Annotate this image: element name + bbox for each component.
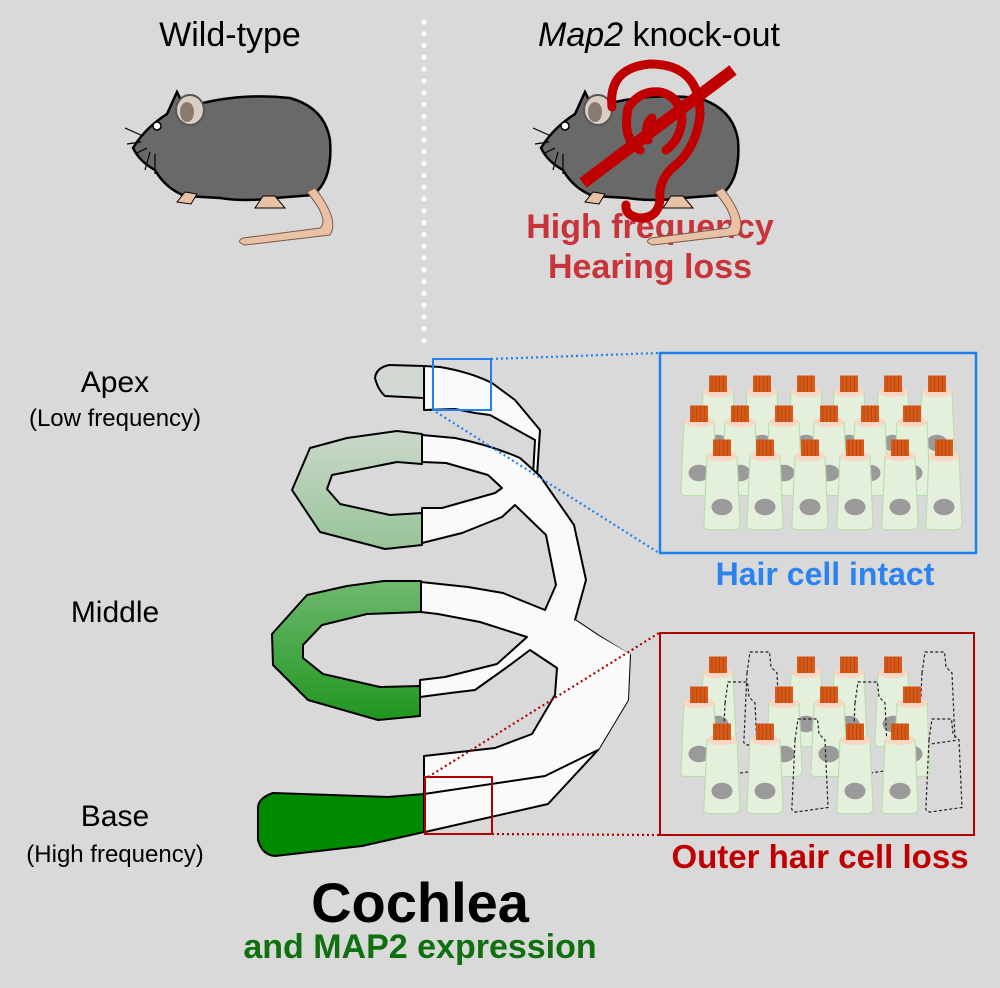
wild-type-label: Wild-type (159, 16, 301, 54)
base-connector-lines (427, 632, 660, 837)
cochlea-middle-turn (271, 580, 422, 721)
base-sublabel: (High frequency) (26, 841, 204, 868)
apex-connector-lines (435, 351, 660, 554)
phenotype-line-2: Hearing loss (547, 248, 753, 286)
hearing-loss-icon (579, 59, 737, 223)
cochlea-apical-turn (291, 430, 423, 550)
cochlea-base-segment (257, 792, 425, 857)
outer-hair-cell-loss-caption: Outer hair cell loss (671, 838, 969, 875)
apex-zoom-box (432, 358, 492, 411)
base-zoom-box (424, 776, 493, 835)
cochlea-apex-segment (374, 364, 425, 399)
apex-label: Apex (80, 366, 150, 399)
map2-expression-subtitle: and MAP2 expression (243, 928, 597, 966)
cochlea-spiral (257, 364, 631, 857)
knockout-suffix: knock-out (623, 16, 780, 54)
wild-type-mouse-icon (123, 90, 335, 247)
base-label: Base (80, 800, 150, 833)
knockout-gene-name: Map2 (538, 16, 624, 54)
middle-label: Middle (70, 596, 160, 629)
apex-sublabel: (Low frequency) (28, 405, 202, 432)
knockout-label: Map2 knock-out (528, 16, 790, 55)
hair-cell-intact-caption: Hair cell intact (715, 556, 935, 592)
cochlea-title: Cochlea (311, 871, 529, 934)
